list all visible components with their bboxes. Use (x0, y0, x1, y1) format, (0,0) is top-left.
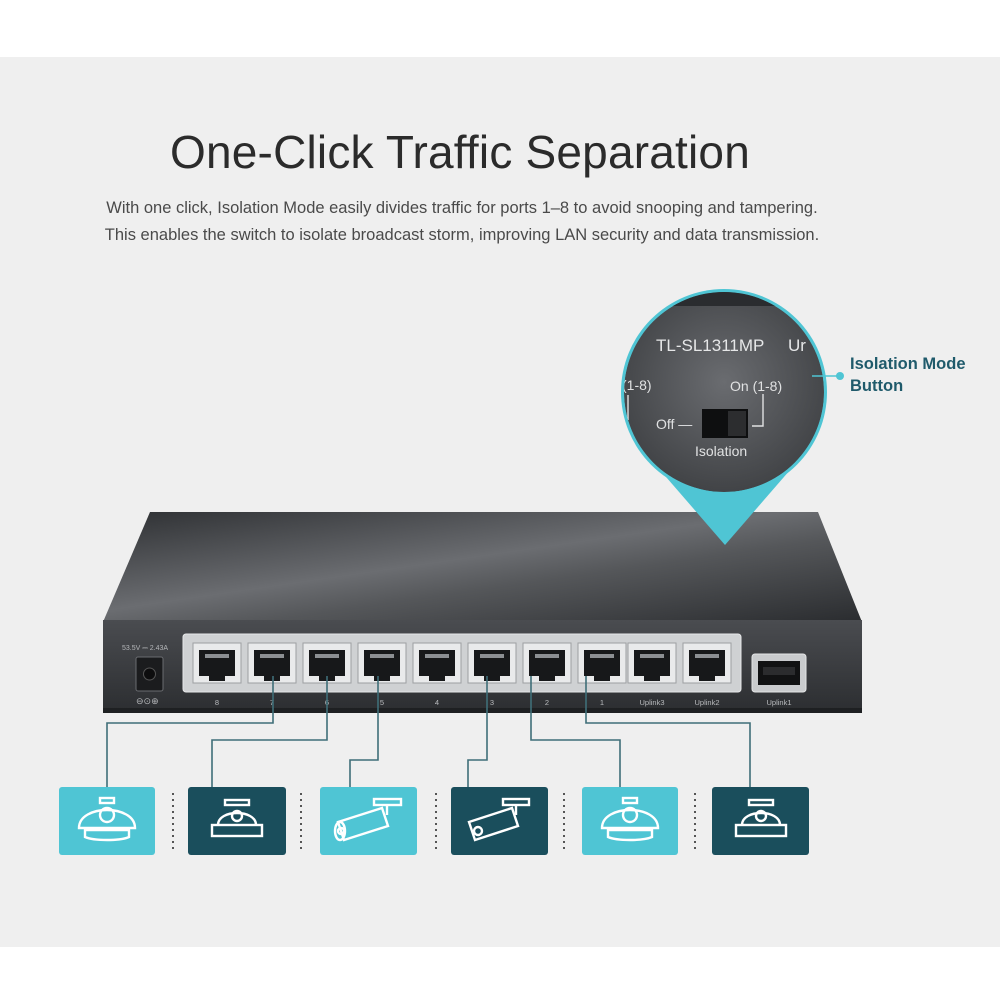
zoom-detail: TL-SL1311MP Ur (1-8) On (1-8) Off — Isol… (622, 292, 824, 492)
port-label: Uplink3 (639, 698, 664, 707)
ethernet-port-1[interactable] (577, 642, 627, 684)
port-label: 2 (545, 698, 549, 707)
port-label: 7 (270, 698, 274, 707)
dome-camera-icon (77, 796, 137, 842)
dome-camera-outline-tile (712, 787, 809, 855)
zoom-isolation-label: Isolation (695, 443, 747, 459)
callout-line-2: Button (850, 377, 904, 395)
switch-top-face (103, 512, 862, 622)
bullet-camera-outline-icon (467, 797, 531, 842)
svg-text:Ur: Ur (788, 336, 806, 355)
zoom-model-label: TL-SL1311MP (656, 336, 764, 355)
ethernet-port-7[interactable] (247, 642, 297, 684)
uplink-port-3[interactable] (627, 642, 677, 684)
page-title: One-Click Traffic Separation (170, 126, 750, 178)
zoom-off-label: Off — (656, 416, 692, 432)
ethernet-port-5[interactable] (357, 642, 407, 684)
ethernet-port-4[interactable] (412, 642, 462, 684)
dome-camera-outline-icon (734, 798, 788, 838)
uplink-label: Uplink1 (766, 698, 791, 707)
bullet-camera-icon (333, 797, 403, 842)
port-label: 3 (490, 698, 494, 707)
ethernet-port-2[interactable] (522, 642, 572, 684)
callout-line-1: Isolation Mode (850, 355, 966, 373)
power-jack: 53.5V ⎓ 2.43A ⊖⊙⊕ (122, 645, 168, 706)
dome-camera-tile (59, 787, 155, 855)
callout-leader (812, 372, 844, 380)
description-line-1: With one click, Isolation Mode easily di… (106, 199, 818, 217)
power-rating-label: 53.5V ⎓ 2.43A (122, 645, 168, 652)
description-line-2: This enables the switch to isolate broad… (104, 226, 820, 244)
port-label: 5 (380, 698, 384, 707)
port-label: Uplink2 (694, 698, 719, 707)
device-separators (172, 793, 696, 853)
ethernet-port-3[interactable] (467, 642, 517, 684)
bullet-camera-outline-tile (451, 787, 548, 855)
svg-text:⊖⊙⊕: ⊖⊙⊕ (136, 696, 159, 706)
port-label: 4 (435, 698, 439, 707)
port-label: 8 (215, 698, 219, 707)
dome-camera-outline-tile (188, 787, 286, 855)
dome-camera-icon (600, 796, 660, 842)
port-label: 1 (600, 698, 604, 707)
zoom-on-label: On (1-8) (730, 378, 782, 394)
dome-camera-outline-icon (210, 798, 264, 838)
isolation-mode-callout: Isolation Mode Button (850, 353, 966, 397)
svg-text:(1-8): (1-8) (622, 377, 652, 393)
sfp-port-uplink1[interactable] (751, 653, 807, 693)
bullet-camera-tile (320, 787, 417, 855)
dome-camera-tile (582, 787, 678, 855)
device-tiles (59, 787, 809, 855)
connection-lines (106, 676, 751, 787)
uplink-port-2[interactable] (682, 642, 732, 684)
ethernet-port-8[interactable] (192, 642, 242, 684)
